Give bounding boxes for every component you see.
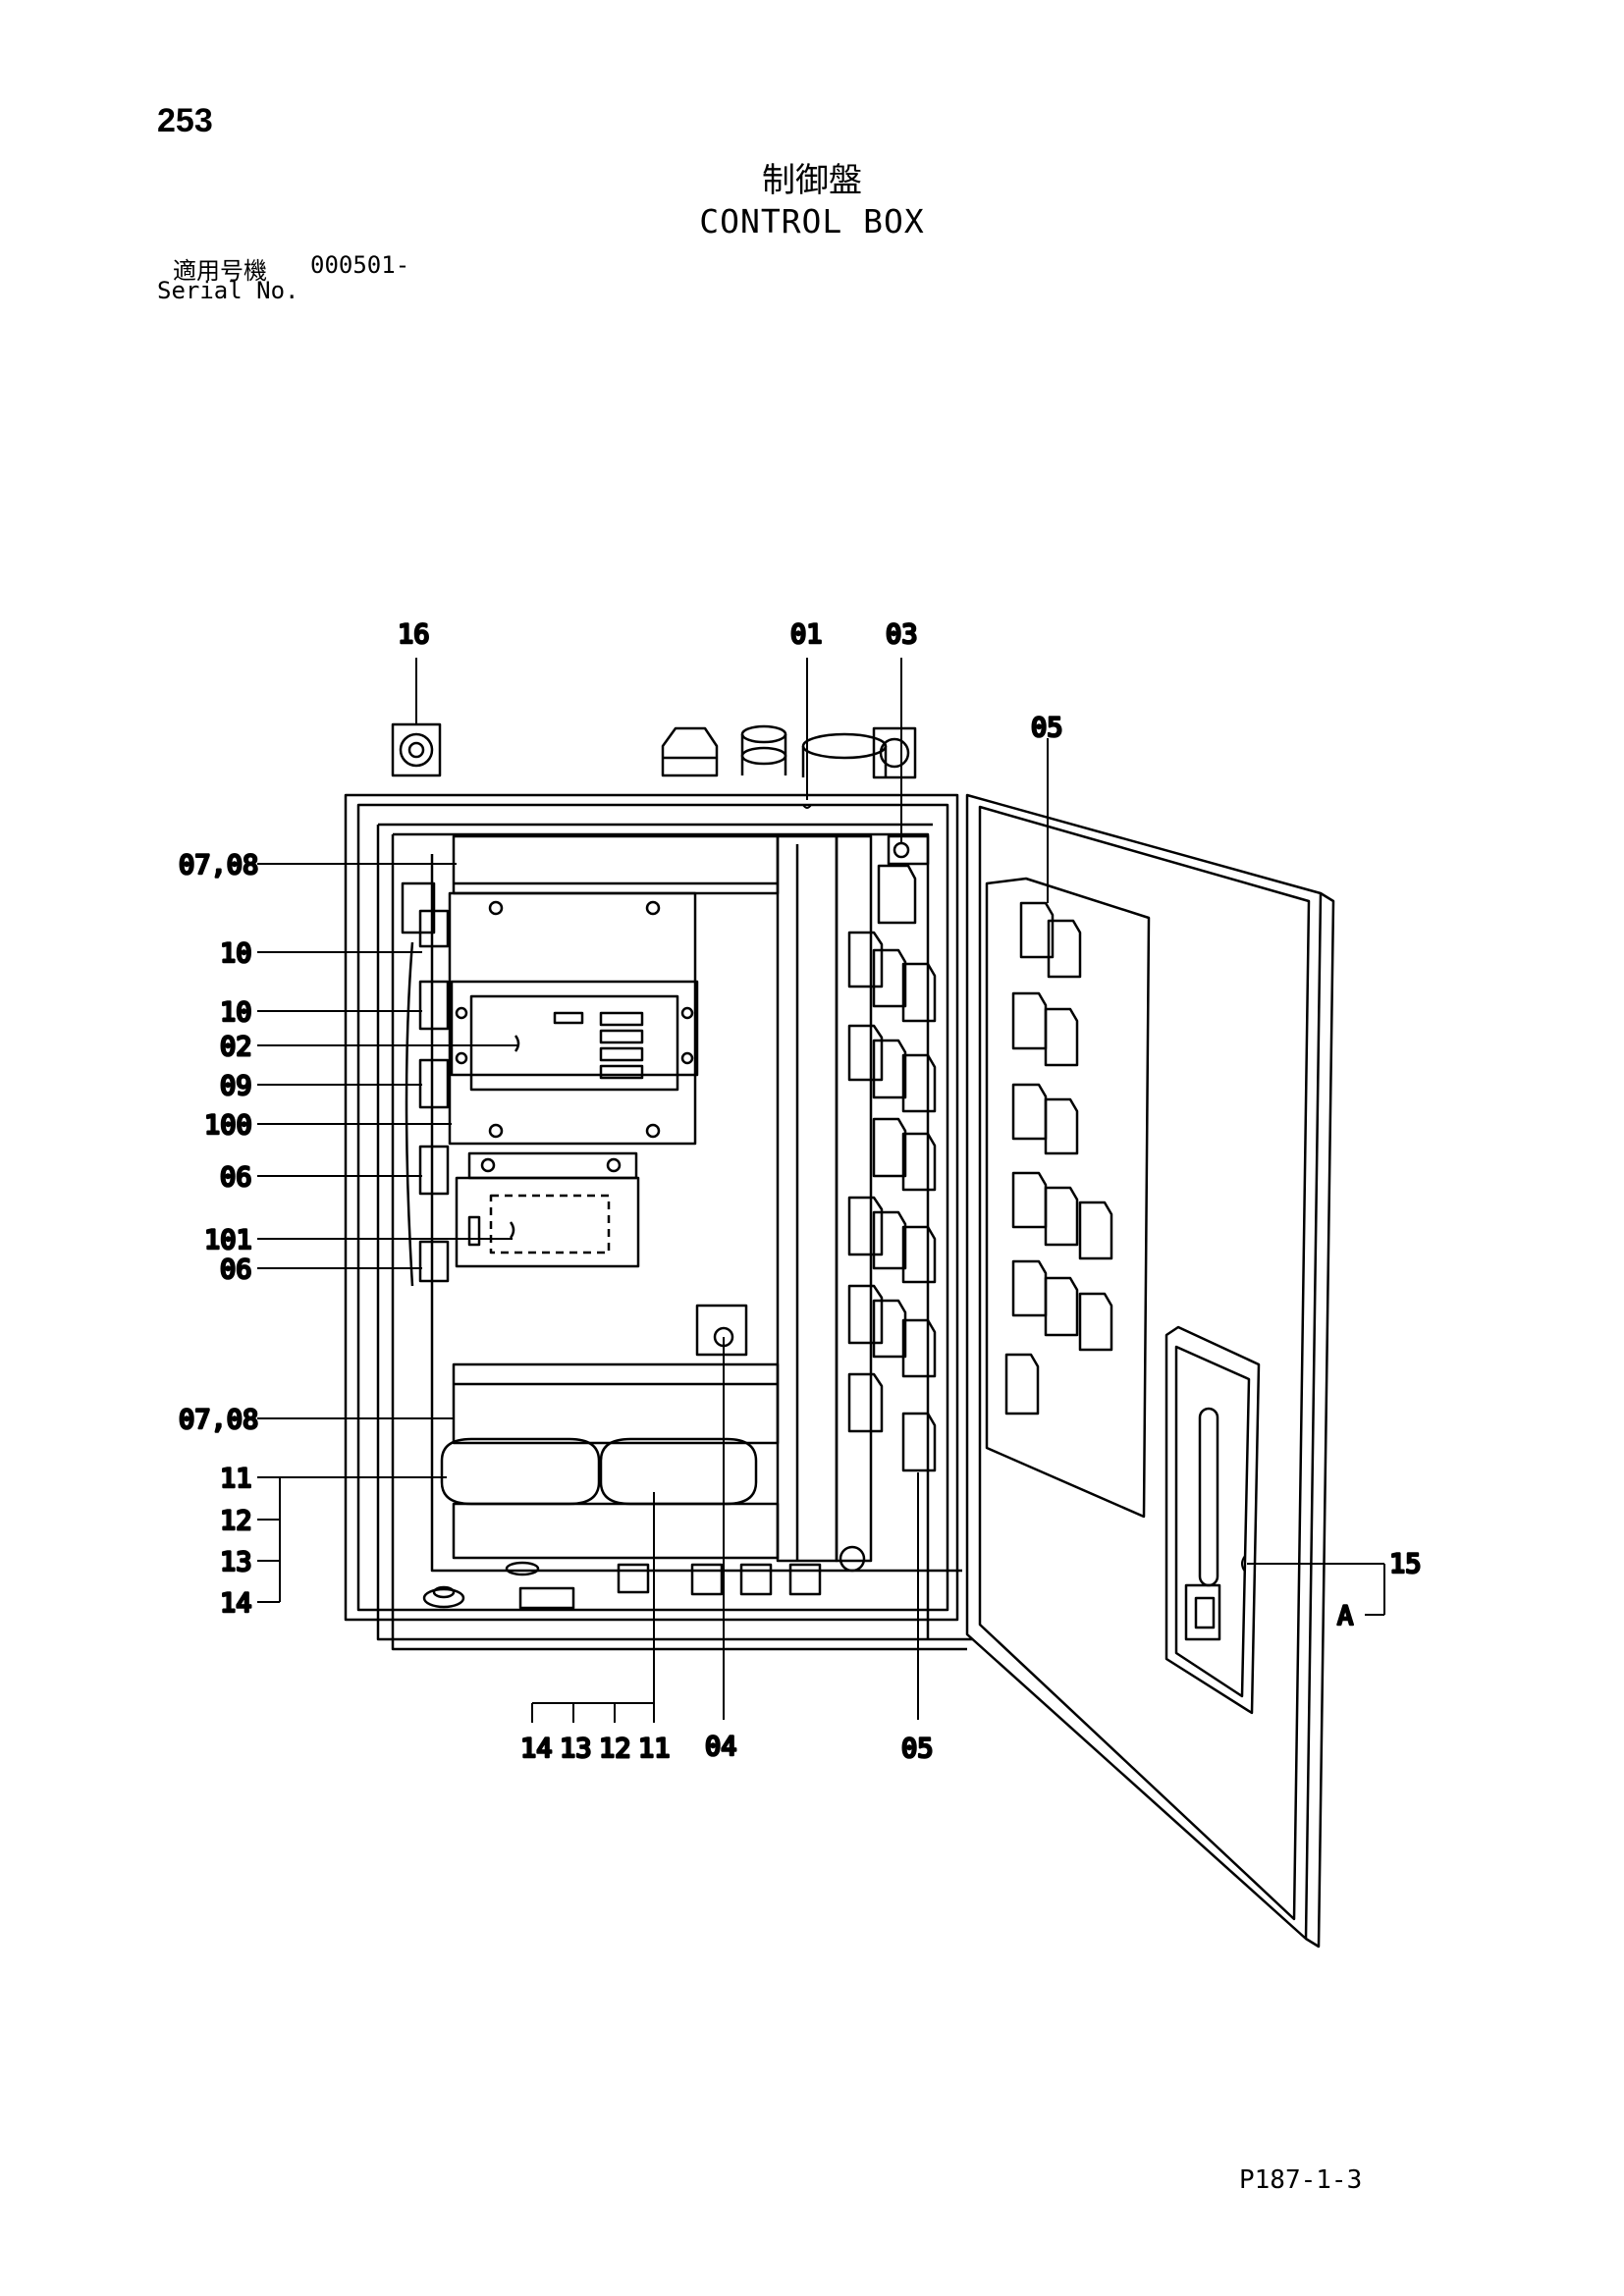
title-japanese: 制御盤 bbox=[762, 161, 862, 200]
callout-13-left: 13 bbox=[220, 1547, 252, 1577]
callout-01: 01 bbox=[790, 619, 823, 650]
cabinet-body bbox=[344, 793, 972, 1651]
callout-15: 15 bbox=[1389, 1549, 1422, 1579]
callout-12-bottom: 12 bbox=[599, 1734, 631, 1764]
callout-10-b: 10 bbox=[220, 997, 252, 1028]
relay-block-03 bbox=[877, 834, 930, 925]
callout-0708-bottom: 07,08 bbox=[179, 1405, 258, 1435]
top-fitting-3 bbox=[801, 732, 888, 777]
callout-09: 09 bbox=[220, 1071, 252, 1101]
callout-14-left: 14 bbox=[220, 1588, 252, 1619]
callout-A: A bbox=[1337, 1601, 1353, 1631]
leader-lines bbox=[257, 658, 1385, 1723]
cabinet-door bbox=[965, 793, 1335, 1949]
callout-13-bottom: 13 bbox=[560, 1734, 592, 1764]
callout-06-b: 06 bbox=[220, 1255, 252, 1285]
callout-04: 04 bbox=[705, 1732, 737, 1762]
cabinet-floor-items bbox=[422, 1561, 822, 1610]
callout-02: 02 bbox=[220, 1032, 252, 1062]
serial-label-english: Serial No. bbox=[157, 277, 299, 304]
top-fitting-2 bbox=[740, 724, 787, 775]
footer-page-code: P187-1-3 bbox=[1239, 2165, 1363, 2195]
module-02-assembly bbox=[448, 891, 699, 1146]
callout-100: 100 bbox=[204, 1110, 252, 1141]
callout-03: 03 bbox=[886, 619, 918, 650]
serial-label-japanese: 適用号機 bbox=[173, 257, 267, 285]
callout-06-a: 06 bbox=[220, 1162, 252, 1193]
door-handle-assembly bbox=[1164, 1325, 1261, 1715]
callout-16: 16 bbox=[398, 619, 430, 650]
bottom-components-11-14 bbox=[440, 1437, 780, 1560]
callout-101: 101 bbox=[204, 1225, 252, 1255]
switch-04 bbox=[695, 1304, 748, 1357]
top-bar-0708 bbox=[452, 834, 780, 895]
callout-05-top: 05 bbox=[1031, 713, 1063, 743]
callout-0708-top: 07,08 bbox=[179, 850, 258, 881]
title-english: CONTROL BOX bbox=[699, 202, 925, 240]
callout-14-bottom: 14 bbox=[520, 1734, 553, 1764]
callout-10-a: 10 bbox=[220, 938, 252, 969]
callout-11-left: 11 bbox=[220, 1464, 252, 1494]
lifting-eye-16 bbox=[391, 722, 442, 777]
bottom-bar-0708 bbox=[452, 1362, 780, 1445]
serial-number-value: 000501- bbox=[310, 251, 410, 279]
callout-12-left: 12 bbox=[220, 1506, 252, 1536]
module-101 bbox=[455, 1151, 640, 1268]
top-fitting-1 bbox=[661, 726, 719, 777]
callout-11-bottom: 11 bbox=[638, 1734, 671, 1764]
lifting-eye-right bbox=[872, 726, 917, 779]
door-relay-panel bbox=[985, 877, 1151, 1519]
callout-05-bottom: 05 bbox=[901, 1734, 934, 1764]
center-rail bbox=[776, 834, 873, 1573]
rail-relays-05 bbox=[847, 931, 937, 1472]
page-number: 253 bbox=[157, 102, 213, 139]
